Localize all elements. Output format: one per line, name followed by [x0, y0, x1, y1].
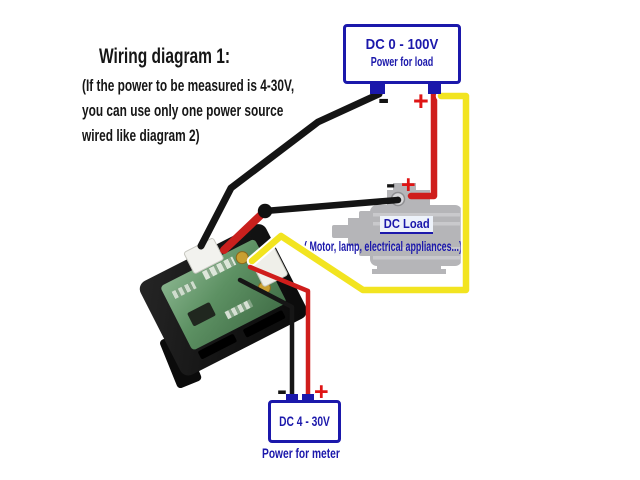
wire-black-meter-to-meter-power: [237, 277, 295, 400]
power-for-load-box: DC 0 - 100V Power for load: [343, 24, 461, 84]
motor-base: [372, 269, 446, 274]
load-box-negative-terminal: [370, 84, 385, 94]
dc-load-caption: ( Motor, lamp, electrical appliances...): [304, 239, 462, 254]
diagram-note-line: you can use only one power source: [82, 102, 284, 120]
diagram-note-line: wired like diagram 2): [82, 127, 200, 145]
dc-load-label: DC Load: [380, 216, 433, 234]
motor-rib: [373, 213, 460, 217]
load-box-subtitle: Power for load: [370, 55, 434, 69]
load-box-positive-terminal: [428, 84, 441, 94]
wire-red-load-positive-to-motor-positive: [407, 88, 438, 200]
diagram-title: Wiring diagram 1:: [99, 45, 231, 68]
motor-terminal-cap: [393, 183, 416, 192]
motor-shaft-step: [348, 218, 361, 246]
dc-load-label-text: DC Load: [383, 216, 430, 231]
power-for-meter-box: DC 4 - 30V: [268, 400, 341, 443]
motor-foot: [377, 263, 441, 270]
wire-junction-dot: [257, 203, 273, 219]
meter-box-positive-terminal: [302, 394, 314, 402]
meter-box-negative-terminal: [286, 394, 298, 402]
wire-red-meter-to-meter-power: [247, 264, 311, 400]
motor-rib: [373, 256, 460, 260]
meter-box-caption: Power for meter: [262, 445, 340, 461]
wire-black-load-negative-to-meter: [197, 90, 383, 250]
meter-box-title: DC 4 - 30V: [279, 414, 330, 429]
wire-red-meter-to-junction: [220, 208, 268, 254]
wire-yellow-sense: [248, 92, 470, 294]
motor-rib: [373, 247, 460, 251]
motor-front-flange: [359, 211, 372, 256]
motor-shaft: [332, 225, 350, 238]
load-box-title: DC 0 - 100V: [365, 36, 439, 53]
diagram-note-line: (If the power to be measured is 4-30V,: [82, 77, 295, 95]
wire-black-junction-to-motor-negative: [261, 196, 402, 215]
